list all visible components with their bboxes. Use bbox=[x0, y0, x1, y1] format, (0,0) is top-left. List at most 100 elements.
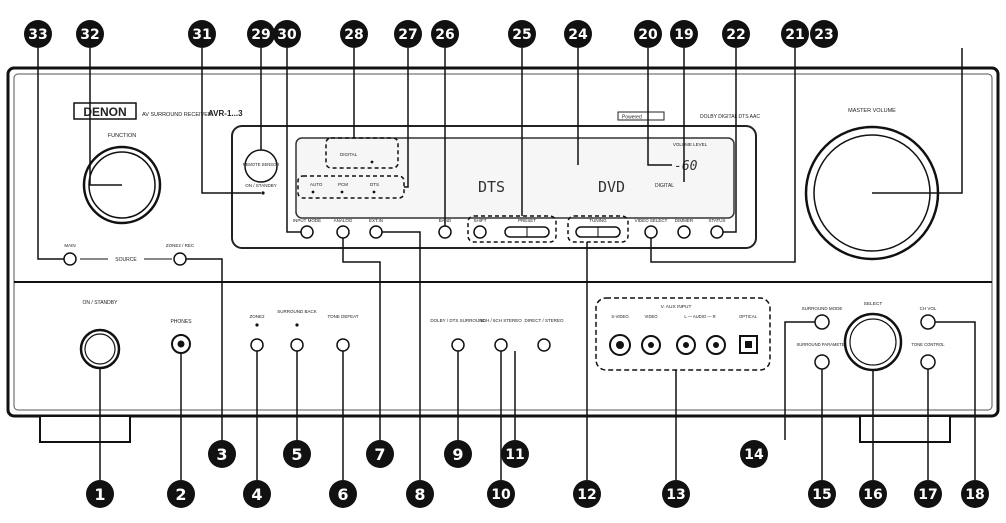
optical-label: OPTICAL bbox=[739, 314, 758, 319]
indicator-group-auto-pcm-dts bbox=[297, 175, 405, 199]
display-glass bbox=[295, 137, 735, 219]
volume-level-label: VOLUME LEVEL bbox=[673, 142, 708, 147]
model-line: AV SURROUND RECEIVER bbox=[142, 112, 212, 118]
callout-number-19: 19 bbox=[674, 27, 693, 43]
surround-back-button[interactable] bbox=[290, 338, 304, 352]
indicator-dd-label: DIGITAL bbox=[340, 152, 358, 157]
powered-badge bbox=[617, 111, 665, 121]
callout-number-12: 12 bbox=[577, 487, 596, 503]
callout-number-22: 22 bbox=[726, 27, 745, 43]
input-mode-label: INPUT MODE bbox=[293, 218, 321, 223]
callout-badge-13 bbox=[662, 480, 690, 508]
dimmer-label: DIMMER bbox=[675, 218, 694, 223]
callout-number-15: 15 bbox=[812, 487, 831, 503]
input-mode-button[interactable] bbox=[300, 225, 314, 239]
surround-mode-button[interactable] bbox=[814, 314, 830, 330]
display-tag: DIGITAL bbox=[655, 183, 674, 189]
select-knob-inner bbox=[849, 318, 897, 366]
callout-badge-5 bbox=[283, 440, 311, 468]
tuning-group-outline bbox=[567, 215, 629, 243]
callout-badge-15 bbox=[808, 480, 836, 508]
callout-badge-19 bbox=[670, 20, 698, 48]
callout-number-23: 23 bbox=[814, 27, 833, 43]
tone-control-button[interactable] bbox=[920, 354, 936, 370]
brand-logo: DENON bbox=[83, 105, 126, 119]
ext-in-button[interactable] bbox=[369, 225, 383, 239]
callout-badge-11 bbox=[501, 440, 529, 468]
master-volume-label: MASTER VOLUME bbox=[848, 108, 896, 114]
callout-number-21: 21 bbox=[785, 27, 804, 43]
callout-number-4: 4 bbox=[251, 485, 262, 504]
zone2-rec-button[interactable] bbox=[173, 252, 187, 266]
analog-button[interactable] bbox=[336, 225, 350, 239]
on-standby-indicator-label: ON / STANDBY bbox=[245, 183, 276, 188]
callout-number-29: 29 bbox=[251, 27, 270, 43]
left-foot bbox=[39, 415, 131, 443]
callout-number-13: 13 bbox=[666, 487, 685, 503]
dolby-dts-surround-button[interactable] bbox=[451, 338, 465, 352]
callout-badge-7 bbox=[366, 440, 394, 468]
preset-group-outline bbox=[467, 215, 557, 243]
power-button[interactable] bbox=[79, 328, 121, 370]
video-jack-core bbox=[648, 342, 654, 348]
stereo-5ch-button[interactable] bbox=[494, 338, 508, 352]
on-standby-indicator bbox=[261, 191, 265, 195]
callout-badge-21 bbox=[781, 20, 809, 48]
main-label: MAIN bbox=[64, 243, 75, 248]
callout-badge-30 bbox=[273, 20, 301, 48]
callout-badge-22 bbox=[722, 20, 750, 48]
callout-badge-9 bbox=[444, 440, 472, 468]
callout-badge-17 bbox=[914, 480, 942, 508]
zone2-button[interactable] bbox=[250, 338, 264, 352]
video-label: VIDEO bbox=[644, 314, 658, 319]
ch-vol-button[interactable] bbox=[920, 314, 936, 330]
callout-badge-24 bbox=[564, 20, 592, 48]
callout-badge-27 bbox=[394, 20, 422, 48]
callout-badge-4 bbox=[243, 480, 271, 508]
dolby-dts-label: DOLBY / DTS SURROUND bbox=[430, 318, 486, 323]
surround-mode-label: SURROUND MODE bbox=[802, 306, 843, 311]
callout-number-32: 32 bbox=[80, 27, 99, 43]
tone-defeat-button[interactable] bbox=[336, 338, 350, 352]
callout-number-8: 8 bbox=[414, 485, 425, 504]
tone-control-label: TONE CONTROL bbox=[911, 342, 945, 347]
dimmer-button[interactable] bbox=[677, 225, 691, 239]
callout-badge-1 bbox=[86, 480, 114, 508]
leader-27 bbox=[404, 48, 409, 188]
power-label: ON / STANDBY bbox=[83, 300, 119, 306]
callout-badge-6 bbox=[329, 480, 357, 508]
callout-badge-26 bbox=[431, 20, 459, 48]
callout-number-26: 26 bbox=[435, 27, 454, 43]
callout-number-31: 31 bbox=[192, 27, 211, 43]
ch-vol-label: CH VOL bbox=[920, 306, 937, 311]
callout-badge-16 bbox=[859, 480, 887, 508]
analog-label: ANALOG bbox=[334, 218, 353, 223]
main-source-button[interactable] bbox=[63, 252, 77, 266]
surround-parameter-button[interactable] bbox=[814, 354, 830, 370]
indicator-group-dolby bbox=[325, 137, 399, 169]
callout-badge-2 bbox=[167, 480, 195, 508]
direct-stereo-label: DIRECT / STEREO bbox=[525, 318, 564, 323]
zone2-rec-label: ZONE2 / REC bbox=[166, 243, 195, 248]
callout-badge-10 bbox=[487, 480, 515, 508]
leader-3 bbox=[186, 258, 223, 442]
callout-number-5: 5 bbox=[291, 445, 302, 464]
leader-23 bbox=[872, 48, 963, 194]
status-label: STATUS bbox=[708, 218, 725, 223]
shift-button[interactable] bbox=[473, 225, 487, 239]
video-select-button[interactable] bbox=[644, 225, 658, 239]
band-button[interactable] bbox=[438, 225, 452, 239]
callout-badge-8 bbox=[406, 480, 434, 508]
ext-in-label: EXT.IN bbox=[369, 218, 383, 223]
zone2-label: ZONE2 bbox=[249, 314, 265, 319]
select-knob[interactable] bbox=[843, 312, 903, 372]
audio-r-jack-core bbox=[713, 342, 719, 348]
indicator-pcm-led bbox=[340, 190, 344, 194]
direct-stereo-button[interactable] bbox=[537, 338, 551, 352]
zone2-led bbox=[255, 323, 259, 327]
phones-jack-hole bbox=[177, 340, 185, 348]
status-button[interactable] bbox=[710, 225, 724, 239]
optical-jack-core bbox=[745, 341, 752, 348]
audio-l-jack-core bbox=[683, 342, 689, 348]
stereo-5ch-label: 5CH / 6CH STEREO bbox=[480, 318, 522, 323]
